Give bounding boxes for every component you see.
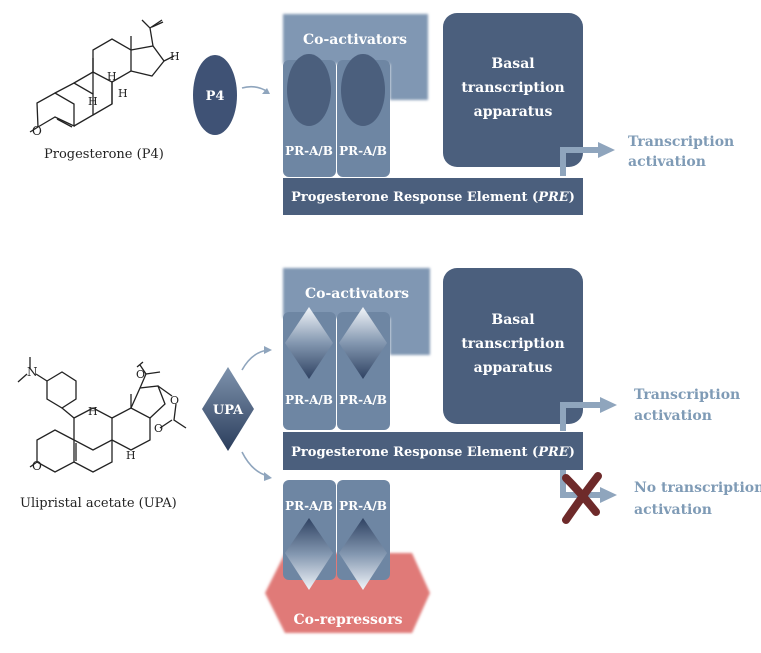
ulipristal-label: Ulipristal acetate (UPA) — [20, 496, 177, 511]
p4-ligand-label: P4 — [206, 89, 225, 104]
basal-line: transcription — [461, 336, 564, 352]
receptor-pocket-left — [287, 54, 331, 126]
atom-o: O — [32, 459, 42, 473]
atom-h: H — [88, 405, 98, 418]
basal-line: apparatus — [474, 104, 553, 120]
basal-box — [443, 13, 583, 167]
receptor-low-left-label: PR-A/B — [285, 499, 333, 513]
p4-ligand — [193, 55, 237, 135]
atom-h: H — [126, 449, 136, 462]
receptor-low-right-label: PR-A/B — [339, 499, 387, 513]
receptor-antagonist-right — [339, 307, 387, 379]
receptor-right-label: PR-A/B — [339, 144, 387, 158]
atom-h: H — [170, 50, 180, 63]
activation-arrow — [560, 147, 600, 176]
receptor-antagonist-low-right — [339, 518, 387, 590]
receptor-pocket-right — [341, 54, 385, 126]
pre-bar — [283, 178, 583, 215]
atom-o: O — [170, 394, 179, 407]
pre-label: Progesterone Response Element (PRE) — [291, 190, 575, 205]
atom-h: H — [107, 70, 117, 83]
progesterone-structure — [29, 19, 175, 133]
p4-arrow — [241, 85, 269, 93]
coactivators-label: Co-activators — [303, 32, 407, 48]
outcome-line: activation — [634, 502, 712, 518]
receptor-antagonist-low-left — [285, 518, 333, 590]
activation-arrow — [560, 402, 602, 431]
basal-line: apparatus — [474, 360, 553, 376]
outcome-line: activation — [634, 408, 712, 424]
outcome-line: activation — [628, 154, 706, 170]
ulipristal-structure — [17, 357, 187, 473]
receptor-left-label: PR-A/B — [285, 393, 333, 407]
atom-o: O — [136, 368, 145, 381]
outcome-line: No transcription — [634, 480, 761, 496]
atom-o: O — [154, 422, 163, 435]
coactivators-label: Co-activators — [305, 286, 409, 302]
corepressors-label: Co-repressors — [293, 612, 402, 628]
basal-line: transcription — [461, 80, 564, 96]
outcome-line: Transcription — [634, 387, 740, 403]
basal-box — [443, 268, 583, 424]
basal-line: Basal — [491, 56, 534, 72]
cross-icon — [562, 472, 602, 524]
receptor-right-label: PR-A/B — [339, 393, 387, 407]
atom-h: H — [88, 95, 98, 108]
basal-line: Basal — [491, 312, 534, 328]
progesterone-label: Progesterone (P4) — [44, 147, 164, 162]
atom-n: N — [27, 365, 38, 379]
upa-ligand-label: UPA — [213, 403, 244, 418]
pre-bar — [283, 432, 583, 470]
coactivators-box — [283, 268, 430, 355]
pre-label: Progesterone Response Element (PRE) — [291, 445, 575, 460]
atom-h: H — [118, 87, 128, 100]
outcome-line: Transcription — [628, 134, 734, 150]
upa-ligand — [202, 367, 254, 451]
receptor-antagonist-left — [285, 307, 333, 379]
receptor-left-label: PR-A/B — [285, 144, 333, 158]
atom-o: O — [32, 124, 42, 138]
